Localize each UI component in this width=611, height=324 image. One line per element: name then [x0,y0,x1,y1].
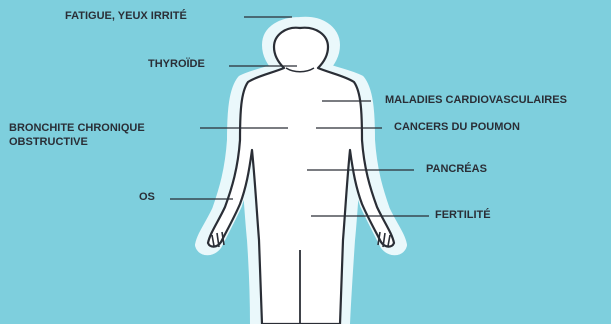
label-os: OS [139,190,155,204]
label-fertilite: FERTILITÉ [435,208,491,222]
label-cardio: MALADIES CARDIOVASCULAIRES [385,93,567,107]
label-bronchite-line2: OBSTRUCTIVE [9,135,145,149]
label-fatigue: FATIGUE, YEUX IRRITÉ [65,9,187,23]
label-bronchite: BRONCHITE CHRONIQUE OBSTRUCTIVE [9,121,145,149]
label-cancers: CANCERS DU POUMON [394,120,520,134]
label-pancreas: PANCRÉAS [426,162,487,176]
label-thyroide: THYROÏDE [148,57,205,71]
label-bronchite-line1: BRONCHITE CHRONIQUE [9,121,145,135]
